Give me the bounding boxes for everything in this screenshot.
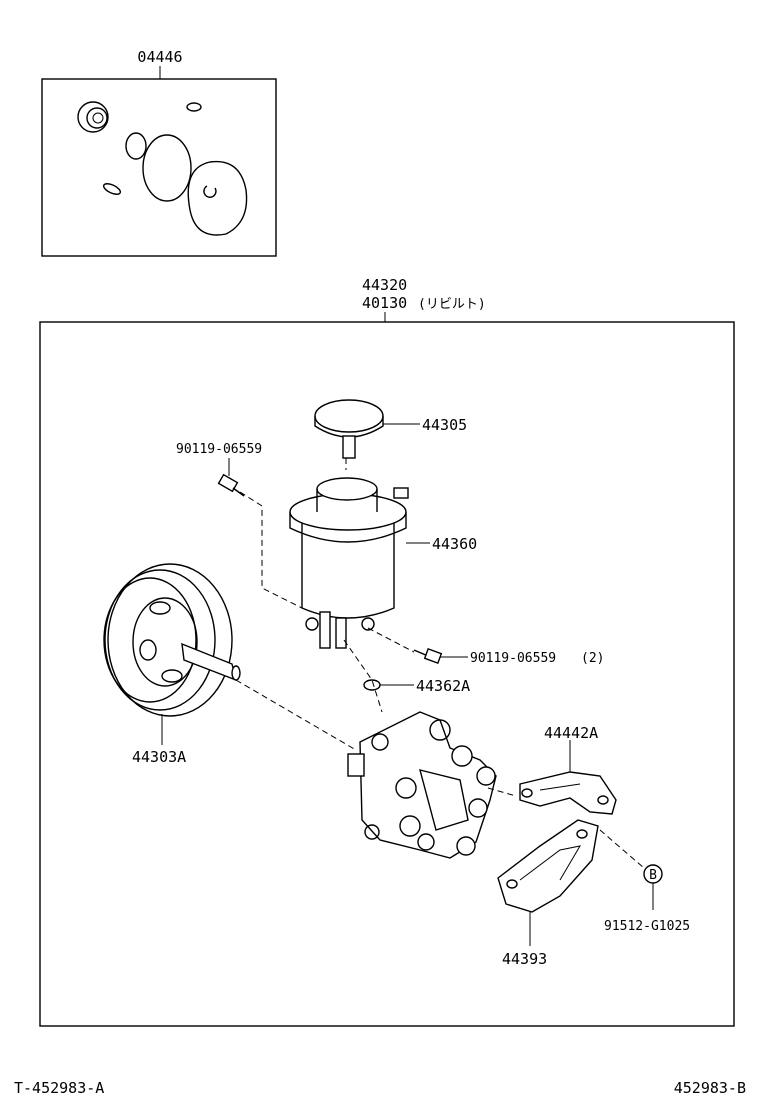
footer-left-code: T-452983-A xyxy=(14,1079,104,1097)
snap-ring-icon[interactable] xyxy=(203,185,217,198)
bolt-lower-label[interactable]: 90119-06559 xyxy=(470,651,556,666)
assembly-dashed-lines xyxy=(235,458,645,869)
bolt-upper-label[interactable]: 90119-06559 xyxy=(176,442,262,457)
reservoir-icon[interactable] xyxy=(289,477,409,649)
pump-body-icon[interactable] xyxy=(347,711,497,859)
large-o-ring-icon[interactable] xyxy=(142,134,192,202)
bolt-bracket-label[interactable]: 91512-G1025 xyxy=(604,919,690,934)
small-o-ring-icon[interactable] xyxy=(186,102,202,112)
bracket-upper-icon[interactable] xyxy=(519,771,617,815)
bracket-lower-label[interactable]: 44393 xyxy=(502,950,547,968)
reservoir-cap-label[interactable]: 44305 xyxy=(422,416,467,434)
bracket-lower-icon[interactable] xyxy=(497,819,599,913)
o-ring-label[interactable]: 44362A xyxy=(416,677,470,695)
bolt-lower-qty: (2) xyxy=(581,651,604,666)
kit-frame xyxy=(41,78,277,257)
assembly-frame xyxy=(39,321,735,1027)
rebuilt-part-number[interactable]: 40130 xyxy=(362,294,407,312)
seal-kit-parts xyxy=(77,101,248,236)
assembly-part-number[interactable]: 44320 xyxy=(362,276,407,294)
footer-right-code: 452983-B xyxy=(674,1079,746,1097)
seal-kit-group: 04446 xyxy=(41,48,277,257)
gasket-icon[interactable] xyxy=(187,160,248,236)
reservoir-cap-icon[interactable] xyxy=(314,399,384,459)
bolt-lower-icon[interactable] xyxy=(413,648,443,664)
medium-o-ring-icon[interactable] xyxy=(125,132,147,160)
tiny-o-ring-icon[interactable] xyxy=(102,182,122,197)
pulley-icon[interactable] xyxy=(103,563,241,717)
bolt-upper-icon[interactable] xyxy=(217,473,245,497)
ref-marker-label: B xyxy=(649,868,657,883)
bracket-upper-label[interactable]: 44442A xyxy=(544,724,598,742)
reservoir-label[interactable]: 44360 xyxy=(432,535,477,553)
oil-seal-icon[interactable] xyxy=(77,101,109,133)
assembly-header: 44320 40130 (リビルト) xyxy=(362,276,486,322)
pulley-label[interactable]: 44303A xyxy=(132,748,186,766)
rebuilt-note: (リビルト) xyxy=(418,297,486,312)
kit-label[interactable]: 04446 xyxy=(137,48,182,66)
